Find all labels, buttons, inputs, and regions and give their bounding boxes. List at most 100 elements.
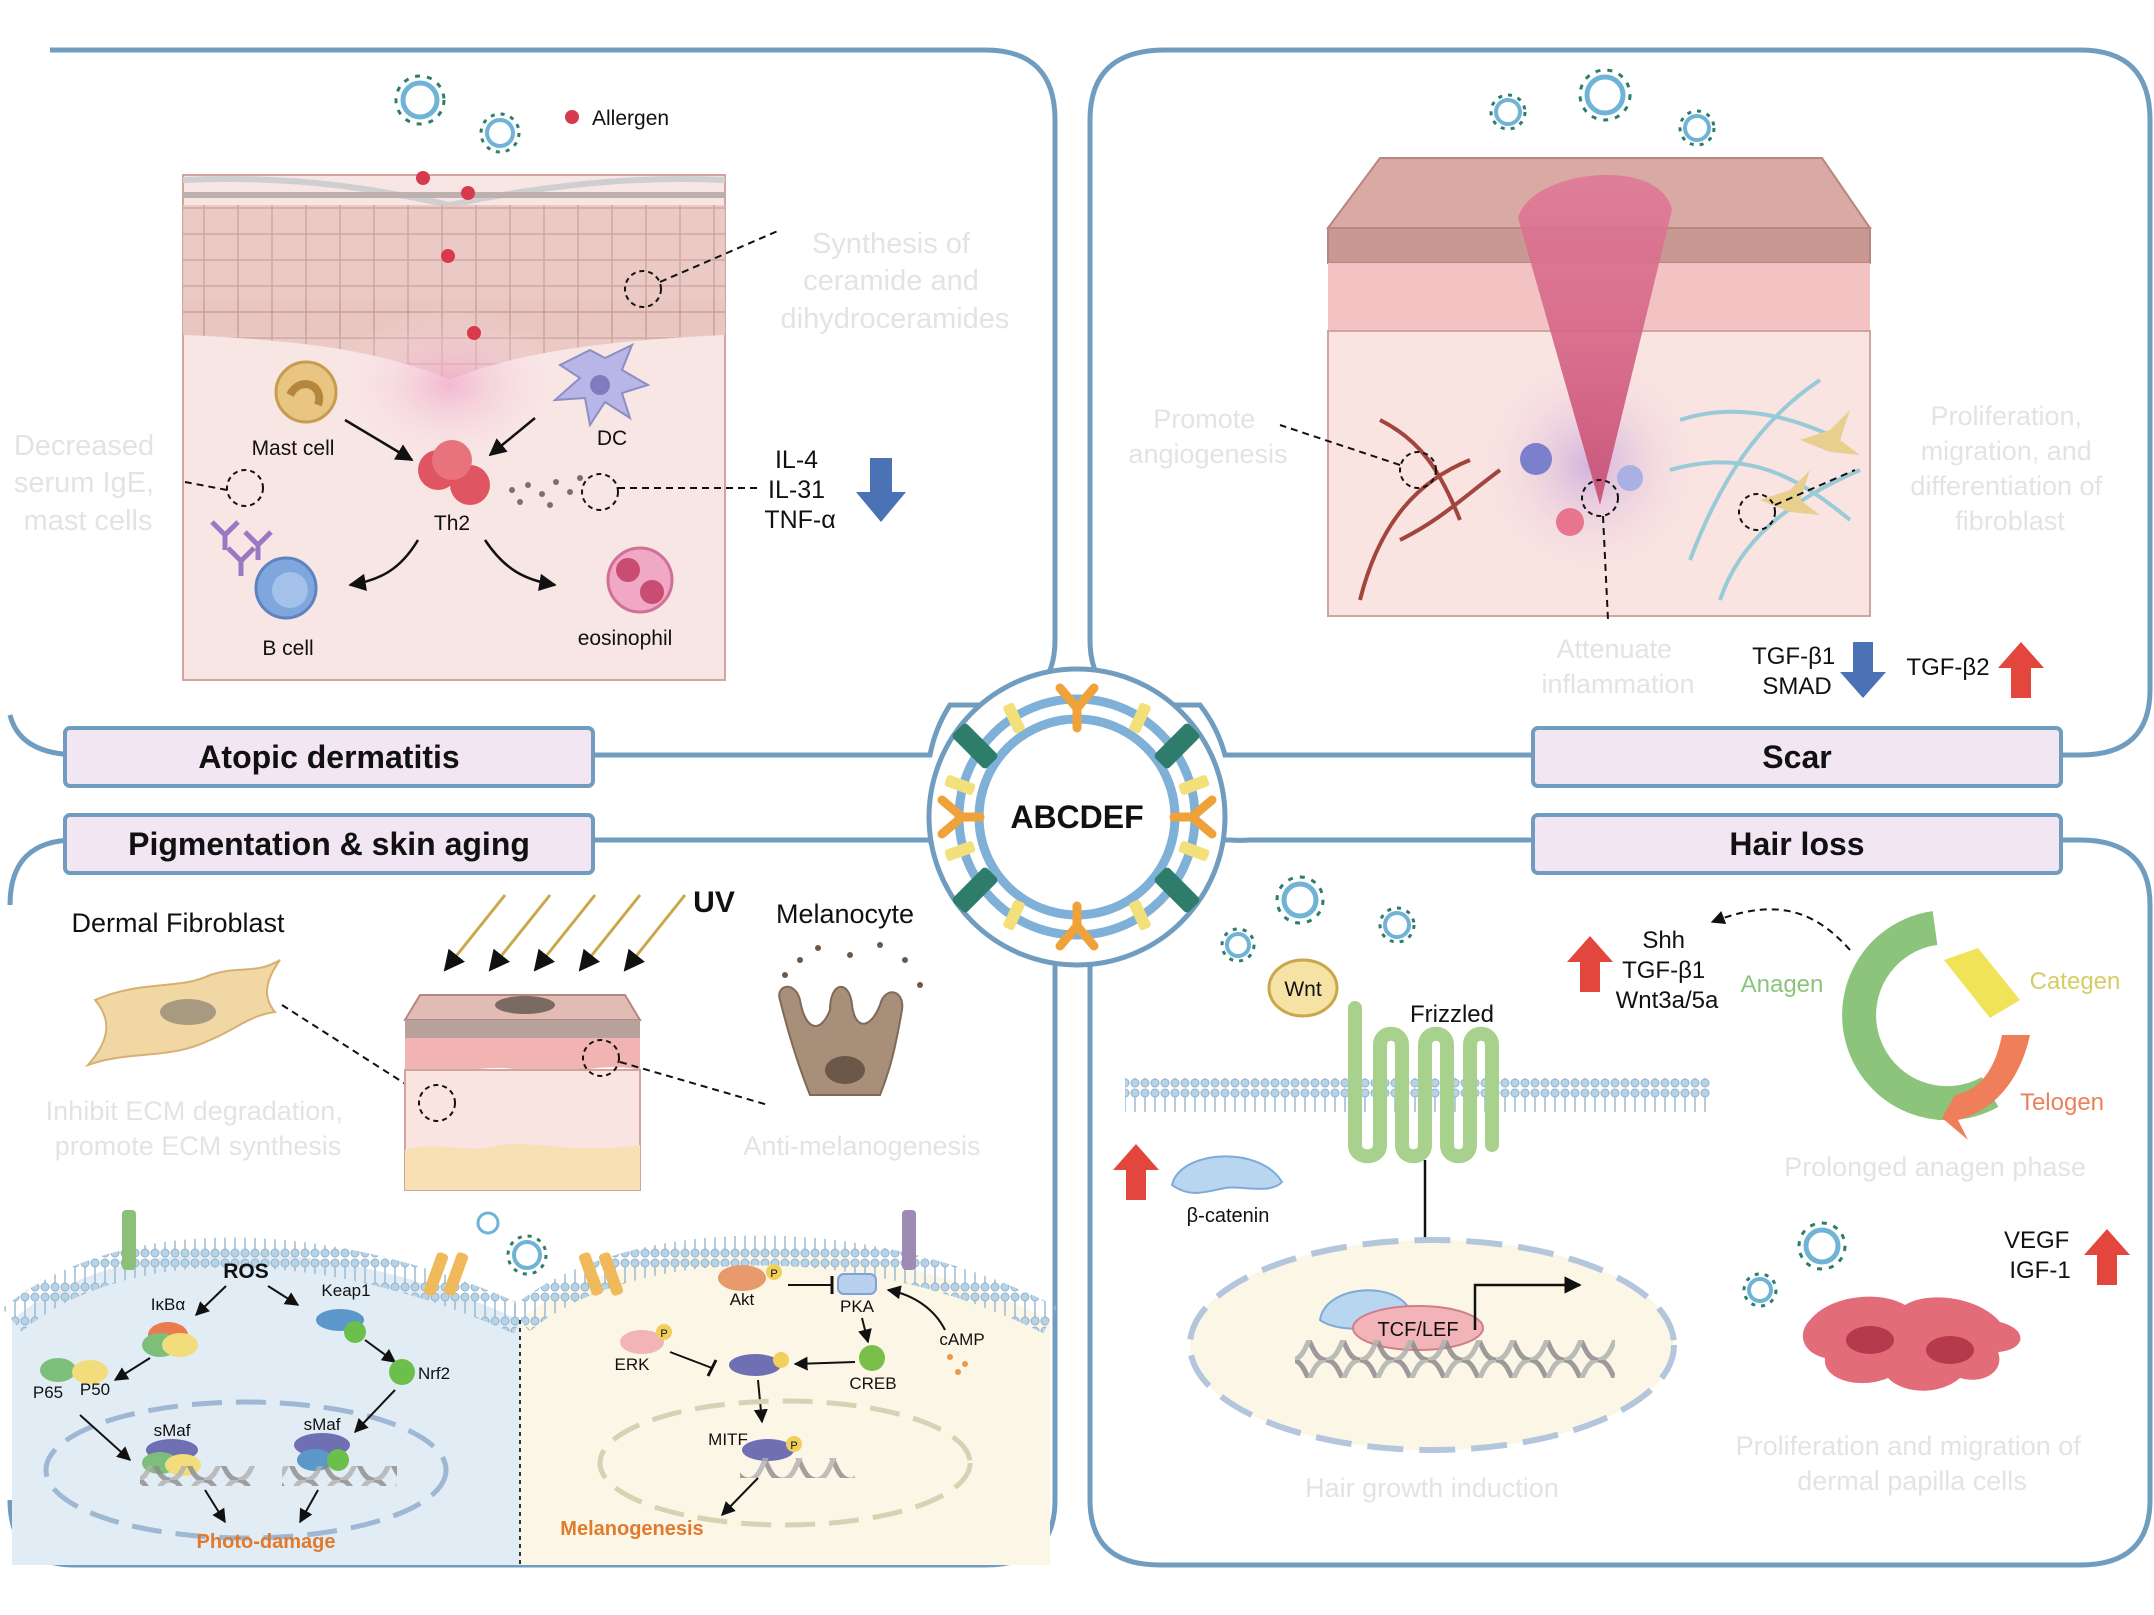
down-arrow-cytokines-icon <box>856 458 906 522</box>
right-nucleus <box>597 1398 973 1528</box>
frizzled-label: Frizzled <box>1410 1001 1494 1028</box>
arrow-dc-to-th2 <box>488 417 536 457</box>
up-arrow-beta-catenin-icon <box>1113 1144 1159 1200</box>
vegf-text: VEGF IGF-1 <box>2004 1227 2076 1284</box>
ecm-text: Inhibit ECM degradation, promote ECM syn… <box>46 1096 351 1161</box>
frame-top-right <box>1087 47 2153 758</box>
erk-label: ERK <box>615 1355 651 1374</box>
up-genes-text: Shh TGF-β1 Wnt3a/5a <box>1616 927 1719 1014</box>
ros-label: ROS <box>223 1260 269 1283</box>
categen-label: Categen <box>2030 968 2121 995</box>
p65-label: P65 <box>33 1383 63 1402</box>
frizzled-receptor <box>1348 1001 1499 1164</box>
attenuate-text: Attenuate inflammation <box>1541 634 1694 699</box>
callout-circle-ceramide <box>624 270 662 308</box>
creb-protein <box>859 1345 885 1371</box>
beta-catenin-protein <box>1170 1155 1284 1194</box>
scar-skin-block <box>1326 157 1872 617</box>
eosinophil <box>606 546 674 614</box>
callout-circle-dermis <box>418 1084 456 1122</box>
center-exosome: ABCDEF <box>926 666 1228 968</box>
allergen-legend-dot <box>565 110 579 124</box>
melanogenesis-label: Melanogenesis <box>560 1518 703 1540</box>
up-arrow-vegf-icon <box>2084 1229 2130 1285</box>
dendritic-cell <box>552 342 651 428</box>
decreased-text: Decreased serum IgE, mast cells <box>14 430 162 537</box>
hair-panel: Wnt Frizzled β-catenin TCF/LEF Hair grow… <box>1113 875 2130 1503</box>
keap1-protein <box>316 1309 366 1343</box>
fibroblast-cell <box>84 959 281 1068</box>
mast-cell <box>274 360 338 424</box>
mast-cell-label: Mast cell <box>252 437 335 460</box>
arrow-th2-to-eosinophil <box>483 539 557 592</box>
svg-text:P: P <box>790 1440 797 1452</box>
floating-exosomes-scar <box>1489 68 1716 147</box>
b-cell <box>254 556 318 620</box>
inhibit-erk-mitf <box>669 1351 713 1369</box>
b-cell-label: B cell <box>262 637 313 660</box>
callout-circle-ige <box>226 469 264 507</box>
nrf2-protein <box>389 1359 415 1385</box>
arrow-mast-to-th2 <box>344 418 414 462</box>
ikba-label: IκBα <box>151 1295 186 1314</box>
pigment-cell-signaling: ROS IκBα Keap1 P65 P50 Nrf2 <box>2 1210 1057 1565</box>
p65-p50-proteins <box>40 1358 108 1384</box>
cytokines-text: IL-4 IL-31 TNF-α <box>764 446 835 534</box>
th2-label: Th2 <box>434 512 470 535</box>
keap1-label: Keap1 <box>321 1281 370 1300</box>
prolonged-anagen-text: Prolonged anagen phase <box>1784 1152 2086 1182</box>
eosinophil-label: eosinophil <box>578 627 673 650</box>
hair-membrane <box>1125 1078 1710 1112</box>
scar-panel: Promote angiogenesis Attenuate inflammat… <box>1128 68 2109 700</box>
banner-pigment-text: Pigmentation & skin aging <box>128 826 530 862</box>
camp-label: cAMP <box>939 1330 984 1349</box>
smaf-right-label: sMaf <box>304 1415 341 1434</box>
melanocyte-label: Melanocyte <box>776 899 914 929</box>
hair-cycle-ring <box>1842 911 2030 1140</box>
proliferation-text: Proliferation, migration, and differenti… <box>1910 401 2109 536</box>
left-nucleus <box>43 1399 449 1541</box>
banner-hair-text: Hair loss <box>1729 826 1864 862</box>
floating-exosomes-hair <box>1220 875 1847 1308</box>
telogen-label: Telogen <box>2020 1089 2104 1116</box>
mitf-cytoplasm-protein <box>729 1352 789 1376</box>
up-arrow-tgf-icon <box>1998 642 2044 698</box>
banner-hair: Hair loss <box>1531 813 2063 875</box>
tgf-up-text: TGF-β2 <box>1906 654 1989 681</box>
callout-circle-fibroblast <box>1738 493 1776 531</box>
callout-circle-epidermis <box>582 1039 620 1077</box>
tgf-down-text: TGF-β1 SMAD <box>1752 643 1842 700</box>
floating-exosomes-atopic <box>394 74 521 154</box>
dermal-papilla-cells <box>1802 1296 2021 1391</box>
svg-text:P: P <box>660 1328 667 1340</box>
banner-pigment: Pigmentation & skin aging <box>63 813 595 875</box>
callout-circle-inflammation <box>1581 479 1619 517</box>
smaf-left-label: sMaf <box>154 1421 191 1440</box>
banner-atopic-text: Atopic dermatitis <box>198 739 459 775</box>
creb-label: CREB <box>849 1374 896 1393</box>
wnt-ligand: Wnt <box>1267 958 1339 1018</box>
svg-text:P: P <box>770 1268 777 1280</box>
melanocyte-cell <box>778 942 923 1096</box>
papilla-text: Proliferation and migration of dermal pa… <box>1736 1431 2089 1496</box>
allergen-label: Allergen <box>592 107 669 130</box>
pka-protein <box>837 1273 877 1295</box>
anti-melanogenesis-text: Anti-melanogenesis <box>743 1131 980 1161</box>
exosome-proteins <box>937 683 1217 951</box>
pigment-skin-block <box>403 994 642 1191</box>
atopic-panel: Allergen Synthesis of ceramide and dihyd… <box>14 74 1009 681</box>
allergen-particles <box>416 171 481 340</box>
pigment-panel: Dermal Fibroblast Inhibit ECM degradatio… <box>2 886 1057 1565</box>
dermal-fibroblast-label: Dermal Fibroblast <box>71 908 285 938</box>
angiogenesis-text: Promote angiogenesis <box>1128 404 1287 469</box>
scar-wound-cone <box>1518 174 1672 505</box>
anagen-label: Anagen <box>1741 971 1824 998</box>
callout-circle-angiogenesis <box>1399 451 1437 489</box>
up-arrow-shh-icon <box>1567 936 1613 992</box>
uv-label: UV <box>693 886 735 919</box>
banner-atopic: Atopic dermatitis <box>63 726 595 788</box>
pka-label: PKA <box>840 1297 875 1316</box>
down-arrow-tgf-icon <box>1840 642 1886 698</box>
tcf-lef-label: TCF/LEF <box>1377 1319 1458 1341</box>
